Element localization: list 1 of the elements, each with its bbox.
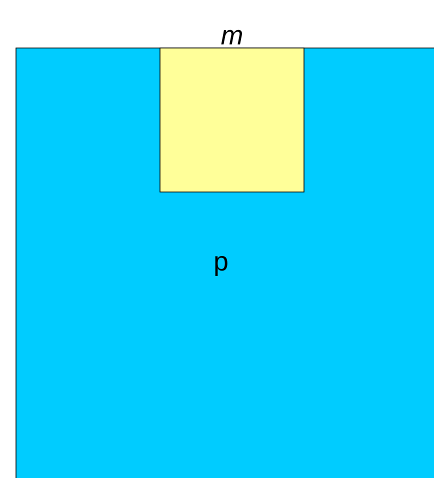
node-label: m <box>221 30 242 44</box>
